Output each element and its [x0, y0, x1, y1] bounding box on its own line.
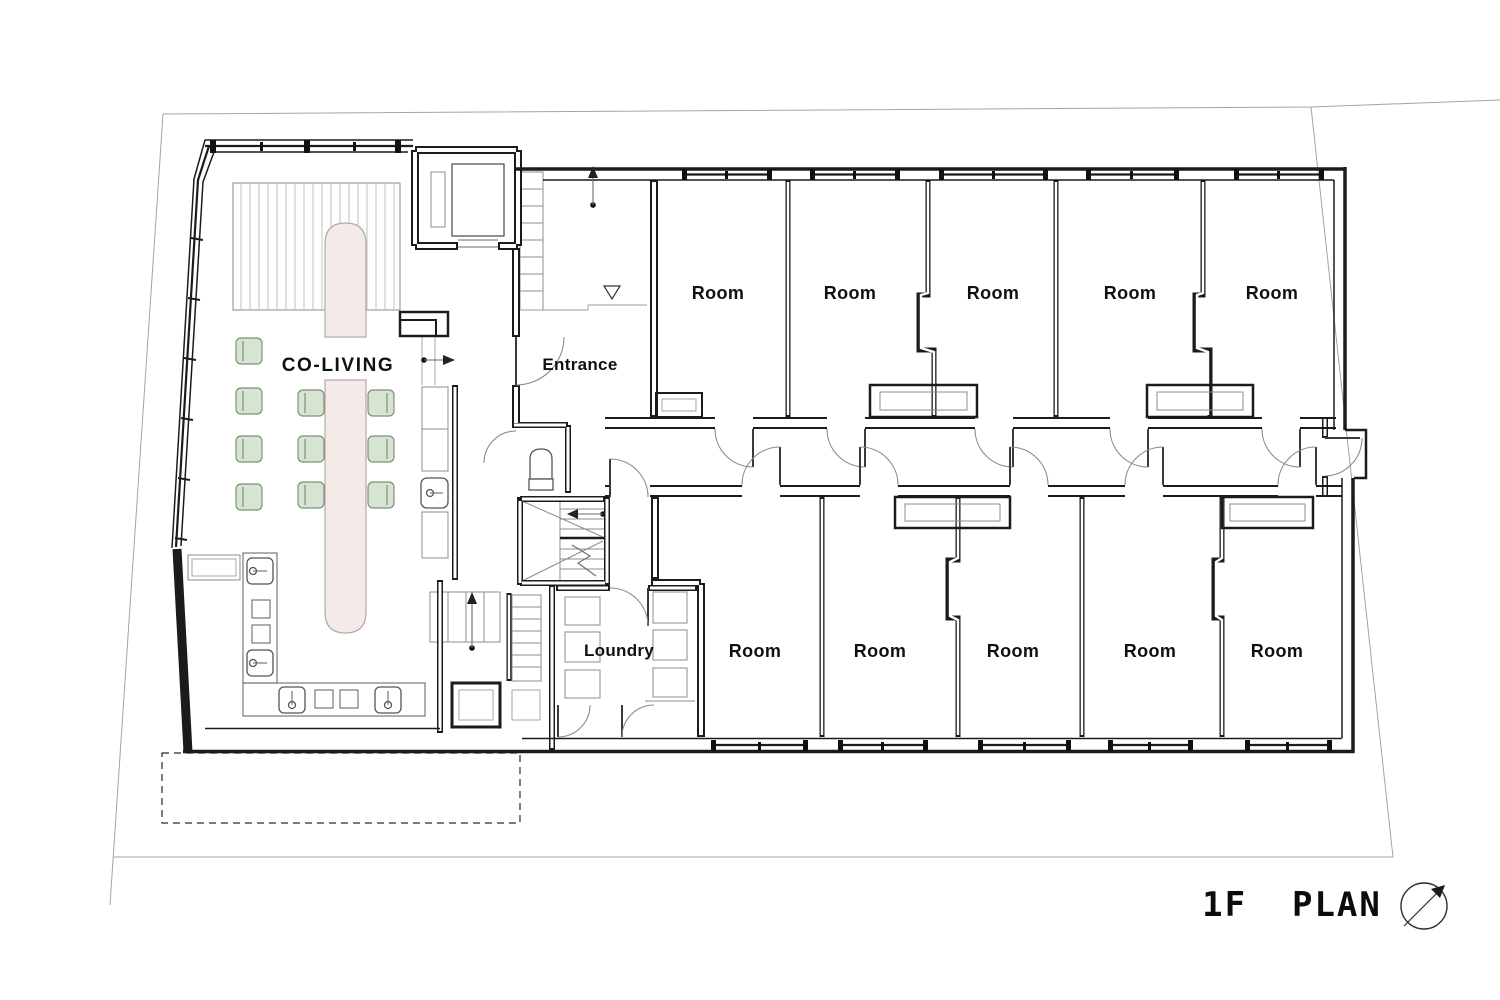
toilet-door [483, 430, 517, 464]
corridor-exit-door [1324, 437, 1363, 477]
co-living-label: CO-LIVING [282, 355, 395, 376]
laundry-machines [564, 591, 695, 702]
washing-machine [652, 629, 688, 661]
vestibule-door [609, 458, 649, 498]
stairs-basement [511, 594, 542, 721]
toilet-icon [528, 448, 554, 491]
entry-step [398, 310, 450, 338]
chair [367, 389, 395, 417]
room-door [741, 446, 781, 486]
up-arrow [588, 166, 598, 208]
sink-icon [246, 557, 274, 585]
stairs-main [521, 499, 606, 583]
doors [483, 336, 1363, 738]
counter-module [251, 624, 271, 644]
windows-bottom [711, 740, 1332, 751]
sink-icon [278, 686, 306, 714]
entrance-label: Entrance [542, 355, 617, 374]
room-label: Room [967, 283, 1020, 303]
room-label: Room [729, 641, 782, 661]
dining-tables [324, 222, 367, 634]
setback-dashed-outline [161, 752, 521, 824]
room-door [1109, 428, 1149, 468]
entry-arrow [421, 355, 455, 365]
chair [235, 483, 263, 511]
counter-module [251, 599, 271, 619]
labels: CO-LIVING Entrance Loundry Room Room Roo… [282, 283, 1304, 661]
room-label: Room [854, 641, 907, 661]
service-counter [420, 336, 449, 559]
service-steps [429, 591, 501, 643]
room-door [714, 428, 754, 468]
chair [235, 337, 263, 365]
interior-walls-core [413, 148, 1327, 748]
washing-machine [652, 591, 688, 624]
service-up-arrow [467, 592, 477, 651]
room-label: Room [692, 283, 745, 303]
room-door [1277, 446, 1317, 486]
title-block: 1F PLAN [1202, 882, 1448, 930]
site-boundary [109, 99, 1500, 906]
sink-icon [374, 686, 402, 714]
chairs [235, 337, 395, 511]
chair [235, 435, 263, 463]
counter-module [314, 689, 334, 709]
room-label: Room [824, 283, 877, 303]
chair [367, 481, 395, 509]
washing-machine [564, 596, 601, 626]
hall-divider [520, 304, 647, 311]
room-door [859, 446, 899, 486]
chair [297, 435, 325, 463]
chair [297, 481, 325, 509]
washing-machine [652, 667, 688, 698]
elevator [430, 163, 505, 248]
room-door [1009, 446, 1049, 486]
annotations [421, 166, 622, 651]
room-door [1124, 446, 1164, 486]
porch [450, 681, 502, 729]
laundry-label: Loundry [584, 641, 654, 660]
stairs-upper-flight [519, 171, 544, 311]
counter-module [339, 689, 359, 709]
room-door [1261, 428, 1301, 468]
room-label: Room [987, 641, 1040, 661]
laundry-door [609, 587, 649, 627]
closets [655, 383, 1315, 530]
sink-icon [246, 649, 274, 677]
plan-title: 1F PLAN [1202, 885, 1382, 925]
exterior-walls [171, 139, 1368, 754]
room-door [826, 428, 866, 468]
sink-icon [420, 477, 449, 509]
laundry-closet-door [557, 704, 655, 738]
chair [235, 387, 263, 415]
room-label: Room [1246, 283, 1299, 303]
compass-icon [1400, 882, 1448, 930]
deck-area [232, 182, 401, 311]
long-table-upper [324, 222, 367, 338]
long-table-lower [324, 379, 367, 634]
kitchen-counter [187, 552, 426, 717]
room-label: Room [1251, 641, 1304, 661]
washing-machine [564, 669, 601, 699]
windows-top [682, 169, 1324, 180]
room-label: Room [1104, 283, 1157, 303]
stair-arrow [567, 509, 578, 519]
entrance-door [515, 336, 565, 386]
room-door [974, 428, 1014, 468]
room-label: Room [1124, 641, 1177, 661]
chair [297, 389, 325, 417]
level-triangle-marker [602, 285, 622, 301]
chair [367, 435, 395, 463]
washing-machine [564, 631, 601, 663]
